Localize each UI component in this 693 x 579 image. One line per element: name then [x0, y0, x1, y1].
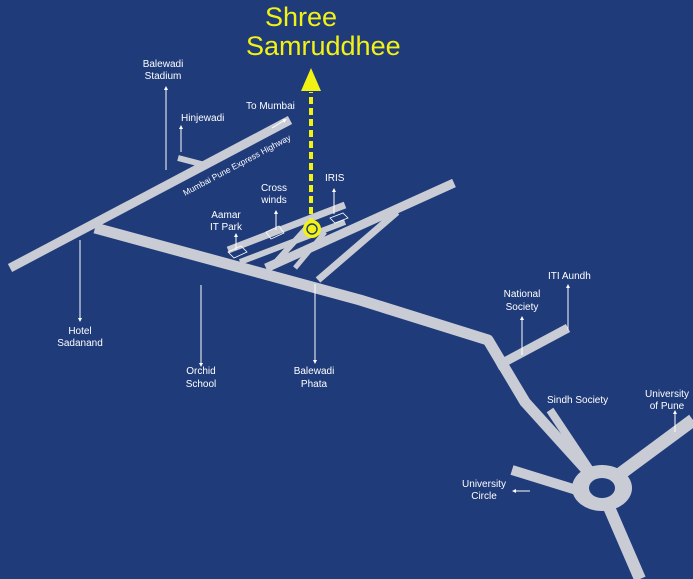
- roads: [7, 116, 693, 579]
- to-mumbai-label: To Mumbai: [246, 101, 295, 112]
- it-park-lane-1: [226, 201, 347, 254]
- pointer-arrows: [78, 86, 677, 493]
- east-parallel-road: [315, 209, 400, 283]
- project-location-marker-ring: [306, 223, 318, 235]
- it-park-lane-4: [293, 230, 327, 270]
- iti-aundh-label: ITI Aundh: [548, 271, 591, 282]
- hinjewadi-spur-road: [177, 155, 206, 168]
- road-university-north: [546, 407, 596, 476]
- project-location-marker: [303, 220, 321, 238]
- project-title-line1: Shree: [265, 2, 337, 32]
- hinjewadi-label: Hinjewadi: [181, 113, 224, 124]
- arrow-to-mumbai: [271, 118, 287, 129]
- roundabout-center: [589, 478, 615, 498]
- iti-aundh-road: [494, 324, 571, 370]
- building-outlines: [227, 212, 349, 259]
- iris-label: IRIS: [325, 173, 345, 184]
- express-highway-road: [7, 116, 293, 272]
- cross-winds-building: [265, 225, 285, 240]
- balewadi-phata-road: [264, 178, 456, 273]
- iris-building: [329, 212, 349, 224]
- road-university-southwest: [510, 465, 585, 497]
- aamar-it-park-building: [227, 245, 248, 259]
- project-arrow-head: [301, 68, 321, 91]
- sindh-society-label: Sindh Society: [547, 395, 608, 406]
- project-title-line2: Samruddhee: [246, 31, 401, 61]
- main-road: [93, 222, 605, 489]
- road-university-south: [599, 495, 646, 579]
- road-to-university-of-pune: [608, 414, 693, 486]
